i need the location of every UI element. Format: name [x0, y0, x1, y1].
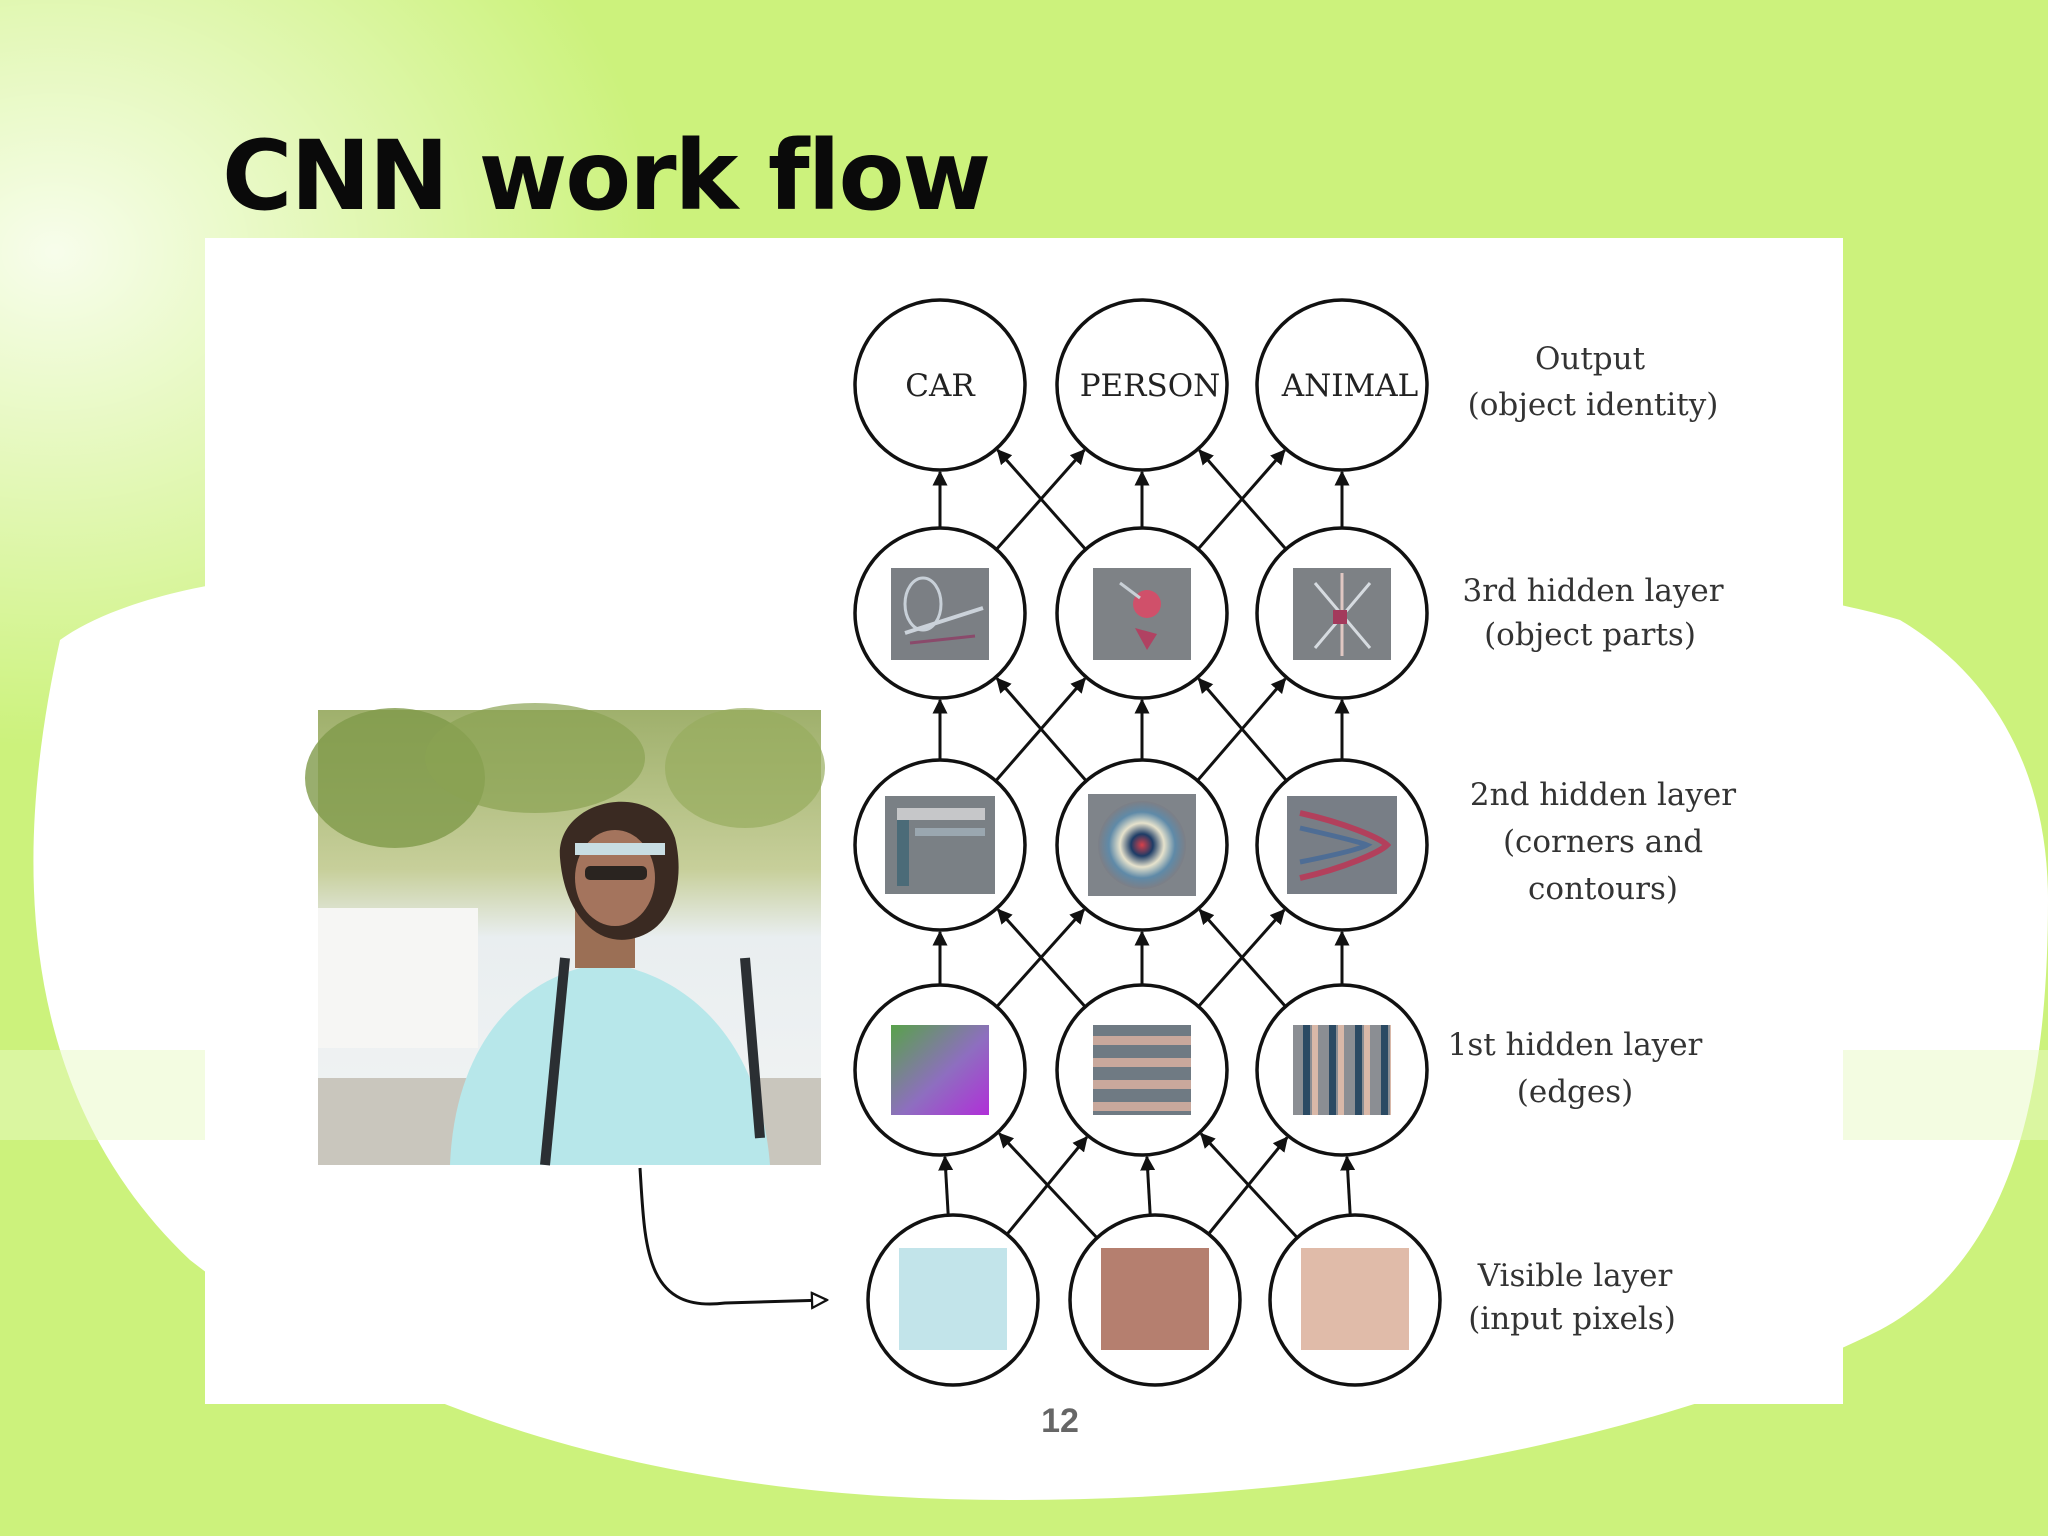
hidden2-label-line-1: 2nd hidden layer: [1470, 777, 1736, 813]
connection-arrow-l3-n1-to-n0: [996, 448, 1087, 551]
output-node-person: [1055, 298, 1229, 472]
hidden3-feature-3: [1293, 568, 1391, 660]
connection-arrow-l0-n2-to-n1: [1199, 1132, 1299, 1239]
hidden2-feature-2: [1088, 794, 1196, 896]
input-arrow: [638, 1167, 827, 1304]
hidden3-feature-1: [891, 568, 989, 660]
slide-title: CNN work flow: [222, 120, 991, 232]
layer-connections: [932, 448, 1356, 1239]
output-node-car-label: CAR: [905, 368, 976, 404]
input-pixel-2: [1101, 1248, 1209, 1350]
connection-arrow-l0-n2-to-n2: [1340, 1155, 1356, 1216]
diagram-panel: CAR PERSON ANIMAL: [205, 238, 1843, 1404]
hidden2-label-line-3: contours): [1528, 871, 1678, 907]
hidden3-label-line-1: 3rd hidden layer: [1462, 573, 1723, 609]
connection-arrow-l1-n1-to-n0: [996, 908, 1087, 1008]
page-number: 12: [1041, 1402, 1079, 1440]
input-photo: [305, 703, 825, 1166]
output-label-line-2: (object identity): [1468, 387, 1719, 423]
hidden1-feature-1: [891, 1025, 989, 1115]
network-nodes: CAR PERSON ANIMAL: [853, 298, 1442, 1387]
hidden3-feature-2: [1093, 568, 1191, 660]
output-node-animal: [1255, 298, 1429, 472]
connection-arrow-l3-n2-to-n1: [1198, 449, 1288, 551]
connection-arrow-l0-n1-to-n1: [1140, 1155, 1156, 1216]
hidden1-label-line-1: 1st hidden layer: [1448, 1027, 1703, 1063]
hidden2-feature-3: [1287, 796, 1397, 894]
output-node-animal-label: ANIMAL: [1281, 368, 1418, 404]
connection-arrow-l0-n0-to-n0: [938, 1155, 954, 1216]
hidden2-label-line-2: (corners and: [1503, 824, 1703, 860]
output-label-line-1: Output: [1535, 341, 1646, 377]
hidden1-feature-2: [1093, 1025, 1191, 1115]
input-pixel-3: [1301, 1248, 1409, 1350]
hidden3-label-line-2: (object parts): [1484, 617, 1696, 653]
visible-label-line-1: Visible layer: [1477, 1258, 1673, 1294]
input-pixel-1: [899, 1248, 1007, 1350]
connection-arrow-l0-n1-to-n0: [998, 1132, 1099, 1239]
connection-arrow-l1-n2-to-n1: [1198, 908, 1287, 1008]
hidden2-feature-1: [885, 796, 995, 894]
layer-labels: Output (object identity) 3rd hidden laye…: [1448, 341, 1737, 1337]
visible-label-line-2: (input pixels): [1468, 1301, 1676, 1337]
output-node-person-label: PERSON: [1080, 368, 1221, 404]
connection-arrow-l2-n2-to-n1: [1197, 677, 1288, 782]
connection-arrow-l2-n1-to-n0: [995, 677, 1088, 782]
hidden1-feature-3: [1293, 1025, 1391, 1115]
hidden1-label-line-2: (edges): [1517, 1074, 1633, 1110]
cnn-diagram: CAR PERSON ANIMAL: [305, 298, 1737, 1387]
output-node-car: [853, 298, 1027, 472]
